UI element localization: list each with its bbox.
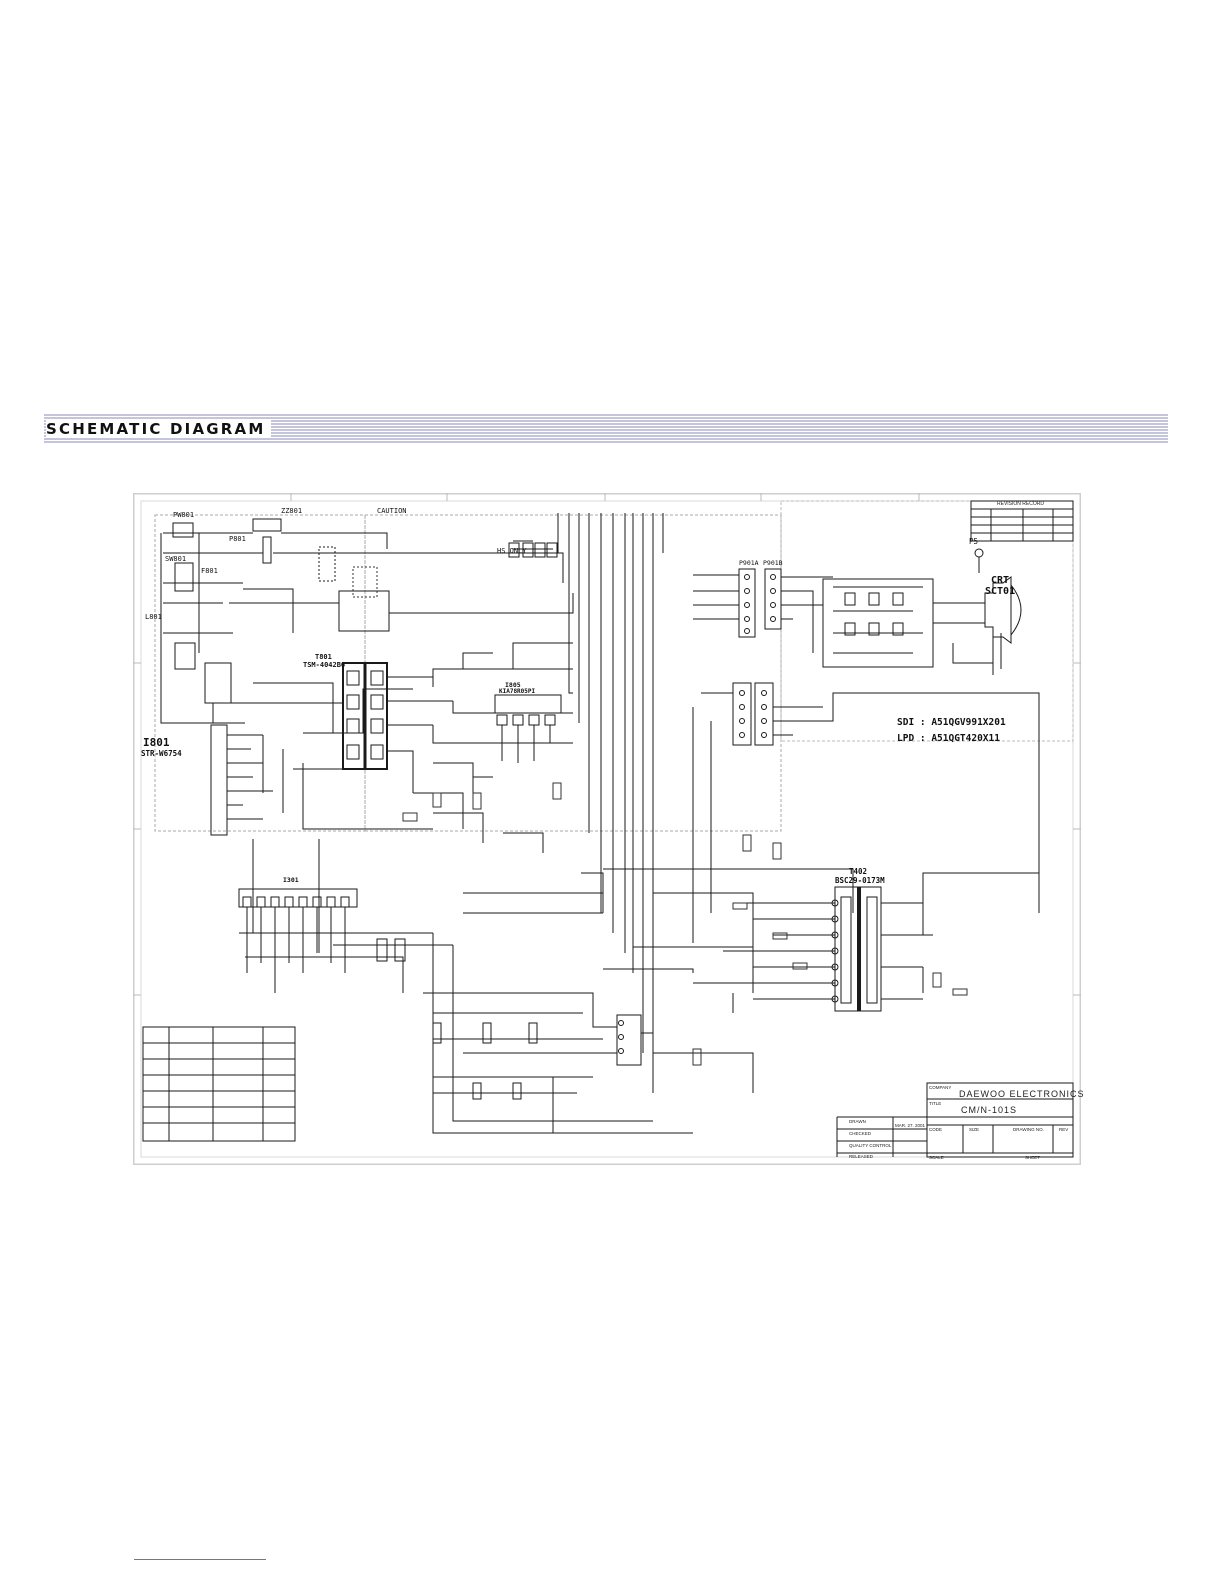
schematic-drawing: [133, 493, 1081, 1165]
t801-part: TSM-4042B6: [303, 661, 346, 669]
t402-label: T402: [849, 867, 868, 876]
caution-note: CAUTION: [377, 507, 407, 515]
i805-label: I805: [505, 681, 521, 689]
rev-label: REV: [1059, 1127, 1069, 1132]
crt-label: CRT: [991, 575, 1010, 586]
drawn-date: MAR. 27. 2001: [895, 1123, 926, 1128]
sw801-label: SW801: [165, 555, 187, 563]
hs-only-note: HS ONLY: [497, 547, 527, 555]
title-label: TITLE: [929, 1101, 942, 1106]
i805-part: KIA78R05PI: [499, 688, 536, 695]
p801-label: P801: [229, 535, 246, 543]
f801-label: F801: [201, 567, 218, 575]
lpd-note: LPD : A51QGT420X11: [897, 733, 1000, 744]
scale-label: SCALE: [929, 1155, 944, 1160]
sheet-label: SHEET: [1025, 1155, 1041, 1160]
released-label: RELEASED: [849, 1154, 874, 1159]
checked-label: CHECKED: [849, 1131, 872, 1136]
size-label: SIZE: [969, 1127, 980, 1132]
p5-label: P5: [969, 537, 979, 546]
section-banner: SCHEMATIC DIAGRAM: [44, 413, 1168, 447]
revision-record-label: REVISION RECORD: [997, 501, 1044, 507]
sdi-note: SDI : A51QGV991X201: [897, 717, 1006, 728]
zz801-label: ZZ801: [281, 507, 303, 515]
schematic-sheet: PW801 ZZ801 SW801 P801 F801 L801 CAUTION…: [133, 493, 1084, 1165]
page-title: SCHEMATIC DIAGRAM: [46, 420, 272, 438]
model-number: CM/N-101S: [961, 1105, 1018, 1115]
company-name: DAEWOO ELECTRONICS: [959, 1089, 1085, 1099]
i801-part: STR-W6754: [141, 749, 182, 758]
drawn-label: DRAWN: [849, 1119, 866, 1124]
i801-label: I801: [143, 736, 170, 749]
sct01-label: SCT01: [985, 586, 1016, 597]
p901b-label: P901B: [763, 559, 783, 567]
code-label: CODE: [929, 1127, 943, 1132]
company-label: COMPANY: [929, 1085, 952, 1090]
p901a-label: P901A: [739, 559, 759, 567]
quality-control-label: QUALITY CONTROL: [849, 1143, 892, 1148]
drawing-no-label: DRAWING NO.: [1013, 1127, 1044, 1132]
l801-label: L801: [145, 613, 162, 621]
footer-link-underline[interactable]: [134, 1559, 266, 1560]
pw801-label: PW801: [173, 511, 195, 519]
i301-label: I301: [283, 876, 299, 884]
t801-label: T801: [315, 653, 332, 661]
t402-part: BSC29-0173M: [835, 876, 885, 885]
